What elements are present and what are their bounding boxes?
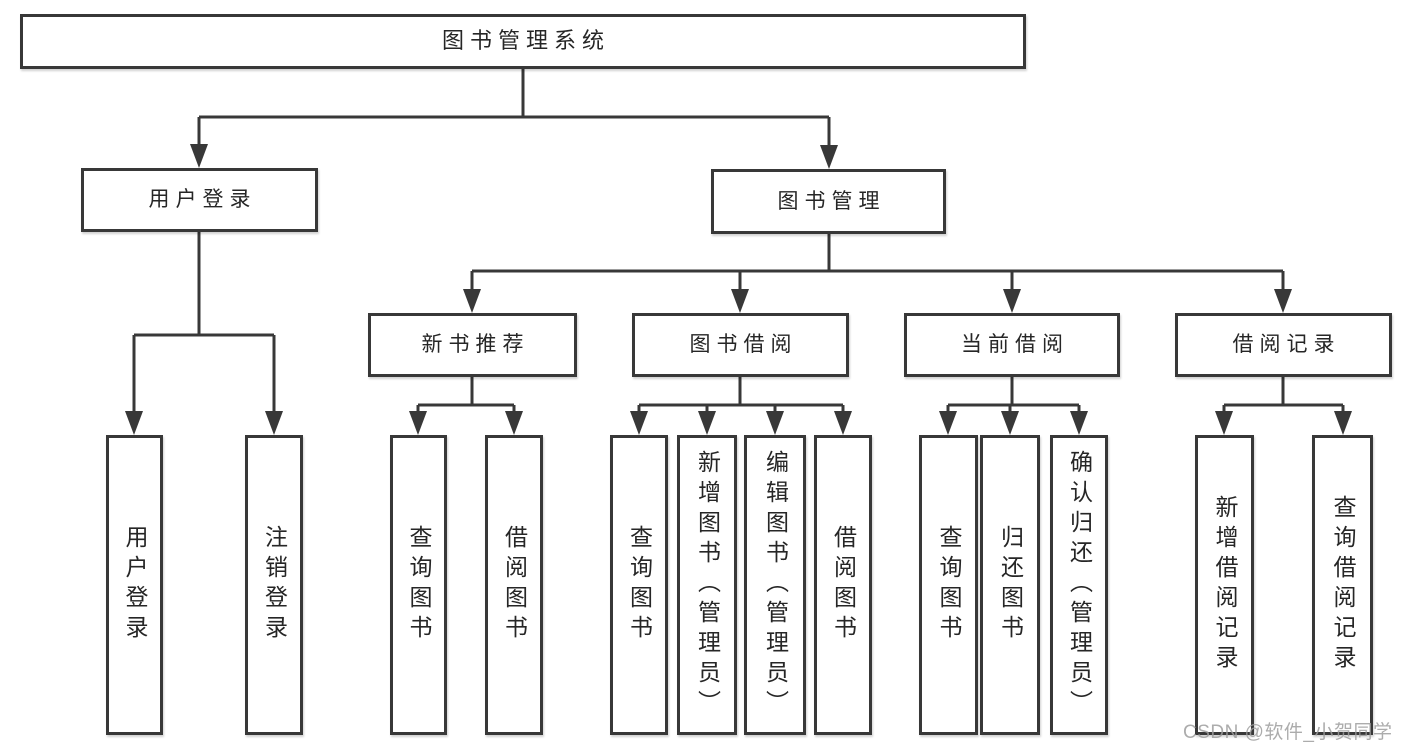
node-leaf-query-borrowing-record-label: 查询借阅记录 [1330,495,1356,675]
connector-line [637,377,845,413]
node-leaf-query-books-1-label: 查询图书 [406,525,432,645]
node-leaf-add-borrowing-record-label: 新增借阅记录 [1212,495,1238,675]
arrowhead [834,411,852,435]
node-leaf-return-books-label: 归还图书 [997,525,1024,645]
connector-user-login-to-leaves [125,232,283,435]
arrowhead [1001,411,1019,435]
node-leaf-logout: 注销登录 [245,435,303,735]
arrowhead [505,411,523,435]
node-leaf-edit-book-admin: 编辑图书（管理员） [744,435,806,735]
node-leaf-query-books-3-label: 查询图书 [936,525,962,645]
node-book-borrowing: 图书借阅 [632,313,849,377]
connector-book-management-to-level3 [463,234,1292,313]
connector-line [946,377,1081,413]
arrowhead [698,411,716,435]
connector-current-borrowing-to-leaves [939,377,1088,435]
node-new-book-recommendation: 新书推荐 [368,313,577,377]
node-leaf-borrow-books-1-label: 借阅图书 [501,525,528,645]
arrowhead [731,289,749,313]
arrowhead [630,411,648,435]
arrowhead [463,289,481,313]
connector-line [416,377,516,413]
node-leaf-query-books-2-label: 查询图书 [626,525,653,645]
node-library-system: 图书管理系统 [20,14,1026,69]
arrowhead [190,144,208,168]
connector-book-borrowing-to-leaves [630,377,852,435]
connector-line [197,69,831,148]
node-leaf-add-book-admin: 新增图书（管理员） [677,435,737,735]
arrowhead [1070,411,1088,435]
node-leaf-return-books: 归还图书 [980,435,1040,735]
node-book-borrowing-label: 图书借阅 [689,333,798,357]
arrowhead [1274,289,1292,313]
node-leaf-borrow-books-2: 借阅图书 [814,435,872,735]
node-leaf-edit-book-admin-label: 编辑图书（管理员） [762,450,789,720]
node-leaf-query-borrowing-record: 查询借阅记录 [1312,435,1373,735]
node-current-borrowing-label: 当前借阅 [961,333,1069,357]
node-library-system-label: 图书管理系统 [441,28,610,54]
connector-line [132,232,276,413]
node-book-management: 图书管理 [711,169,946,234]
connector-line [470,234,1285,291]
csdn-watermark: CSDN @软件_小贺同学 [1183,722,1393,743]
node-leaf-add-book-admin-label: 新增图书（管理员） [694,450,721,720]
connector-line [1222,377,1345,413]
arrowhead [409,411,427,435]
arrowhead [820,145,838,169]
connector-borrowing-records-to-leaves [1215,377,1352,435]
node-leaf-confirm-return-admin-label: 确认归还（管理员） [1066,450,1093,720]
node-leaf-borrow-books-2-label: 借阅图书 [830,525,857,645]
node-leaf-confirm-return-admin: 确认归还（管理员） [1050,435,1108,735]
node-user-login-label: 用户登录 [148,188,257,212]
node-current-borrowing: 当前借阅 [904,313,1120,377]
arrowhead [1215,411,1233,435]
arrowhead [125,411,143,435]
arrowhead [766,411,784,435]
node-new-book-recommendation-label: 新书推荐 [421,333,530,357]
node-leaf-query-books-2: 查询图书 [610,435,668,735]
arrowhead [1334,411,1352,435]
node-book-management-label: 图书管理 [777,189,886,213]
node-leaf-borrow-books-1: 借阅图书 [485,435,543,735]
node-leaf-query-books-1: 查询图书 [390,435,447,735]
node-borrowing-records: 借阅记录 [1175,313,1392,377]
node-leaf-add-borrowing-record: 新增借阅记录 [1195,435,1254,735]
node-leaf-user-login: 用户登录 [106,435,163,735]
arrowhead [1003,289,1021,313]
node-leaf-query-books-3: 查询图书 [919,435,978,735]
connector-root-to-level2 [190,69,838,169]
node-leaf-user-login-label: 用户登录 [122,525,148,645]
arrowhead [939,411,957,435]
node-leaf-logout-label: 注销登录 [261,525,288,645]
node-borrowing-records-label: 借阅记录 [1232,333,1341,357]
node-user-login: 用户登录 [81,168,318,232]
connector-new-book-recommendation-to-leaves [409,377,523,435]
arrowhead [265,411,283,435]
